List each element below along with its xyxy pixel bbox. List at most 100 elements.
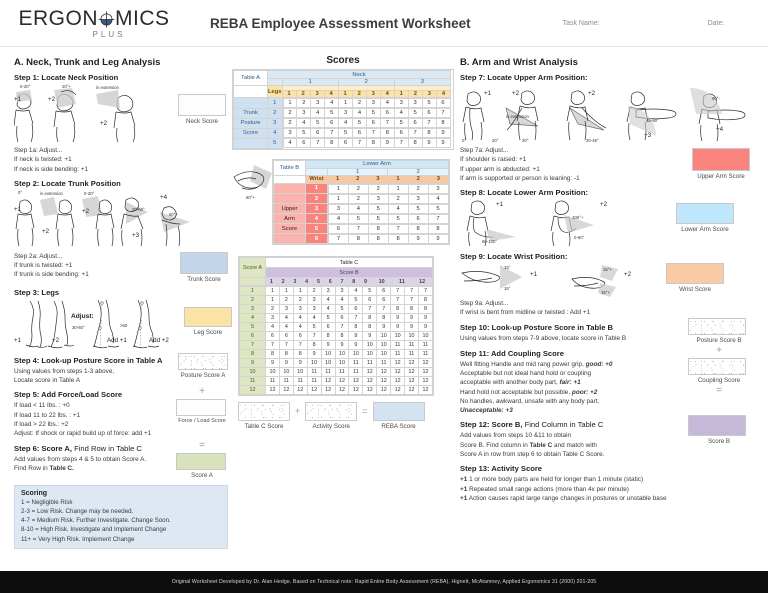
coupling-score-box[interactable] [688, 357, 746, 375]
table-c-cell-r3-c12: 8 [417, 304, 434, 314]
reba-score-box[interactable] [372, 402, 425, 421]
table-c-cell-r10-c12: 12 [417, 367, 434, 377]
table-c-cell-r6-c7: 9 [348, 331, 364, 341]
equals-sign-2: = [362, 406, 368, 416]
table-c-cell-r6-c1: 6 [265, 331, 280, 341]
force-load-score-box[interactable] [176, 399, 226, 417]
table-c-cell-r12-c2: 12 [278, 385, 294, 395]
table-a-col-4: 4 [323, 90, 339, 98]
posture-score-a-label: Posture Score A [180, 371, 226, 379]
table-a-cell-r2-c11: 6 [421, 108, 437, 118]
table-c-rowhead-2: 2 [239, 295, 266, 305]
step-6-tablec-ref: Table C. [49, 464, 74, 472]
table-c-cell-r1-c7: 4 [348, 286, 364, 296]
table-c-cell-r1-c11: 7 [404, 286, 419, 296]
table-c-cell-r2-c5: 4 [320, 295, 336, 305]
leg-score-box[interactable] [184, 306, 232, 327]
table-c-cell-r10-c5: 11 [320, 367, 336, 377]
table-c-cell-r9-c10: 12 [390, 358, 406, 368]
table-c-cell-r8-c12: 11 [417, 349, 434, 359]
table-c-cell-r9-c7: 11 [348, 358, 364, 368]
step-11-line-4: No handles, awkward, unsafe with any bod… [460, 397, 600, 405]
table-b-cell-r6-c3: 8 [367, 233, 389, 244]
posture-score-a-box[interactable] [178, 352, 228, 370]
table-c-cell-r10-c6: 11 [334, 367, 350, 377]
table-c-rowhead-3: 3 [239, 304, 266, 314]
plus-sign-2: + [295, 406, 301, 416]
table-b-cell-r3-c3: 5 [367, 203, 389, 214]
table-c-col-6: 6 [323, 277, 337, 286]
step-1a-line-0: If neck is twisted: +1 [14, 156, 72, 164]
table-a-cell-r3-c1: 2 [282, 118, 298, 128]
worksheet-body: A. Neck, Trunk and Leg Analysis Step 1: … [0, 47, 768, 593]
table-b-cell-r2-c5: 3 [407, 193, 429, 204]
table-c-cell-r3-c1: 2 [265, 304, 280, 314]
wrist-hand-figure: 60°+ [232, 159, 272, 209]
svg-text:60-100°: 60-100° [482, 239, 497, 244]
table-c-cell-r7-c1: 7 [265, 340, 280, 350]
svg-text:in extension: in extension [96, 85, 120, 90]
step-13-text-2: Action causes rapid large range changes … [467, 494, 667, 502]
activity-score-box[interactable] [305, 402, 358, 421]
table-c-cell-r8-c5: 10 [320, 349, 336, 359]
table-c-cell-r11-c9: 12 [376, 376, 392, 386]
table-a-cell-r4-c3: 6 [310, 128, 326, 138]
neck-score-box[interactable] [178, 94, 226, 116]
table-c-cell-r12-c12: 12 [417, 385, 434, 395]
svg-text:20°+: 20°+ [62, 84, 71, 89]
table-c-cell-r10-c4: 11 [306, 367, 322, 377]
table-b-cell-r2-c1: 1 [328, 193, 349, 204]
table-c-cell-r12-c6: 12 [334, 385, 350, 395]
table-b-cell-r6-c2: 8 [347, 233, 369, 244]
step-10-line-0: Using values from steps 7-9 above, locat… [460, 334, 627, 342]
posture-score-b-box[interactable] [688, 317, 746, 335]
table-c-score-box[interactable] [238, 402, 290, 421]
table-a-col-1: 1 [281, 90, 297, 98]
table-c-cell-r4-c8: 8 [362, 313, 378, 323]
table-a-cell-r4-c7: 7 [365, 128, 381, 138]
table-b-rowhead-2: 2 [305, 193, 328, 204]
lower-arm-score-box[interactable] [676, 203, 734, 225]
section-b-title: B. Arm and Wrist Analysis [460, 57, 578, 68]
logo-wordmark: ERGON MICS [18, 7, 169, 31]
table-b-cell-r5-c5: 8 [407, 223, 429, 234]
table-c-cell-r4-c9: 8 [376, 313, 392, 323]
table-b-cell-r4-c5: 6 [407, 213, 429, 224]
table-c-cell-r4-c5: 5 [320, 313, 336, 323]
table-c-cell-r2-c10: 7 [390, 295, 406, 305]
step-7a-line-2: If arm is supported or person is leaning… [460, 174, 580, 182]
table-a-cell-r3-c7: 6 [365, 118, 381, 128]
table-b-cell-r5-c1: 6 [328, 223, 349, 234]
table-c-cell-r5-c4: 5 [306, 322, 322, 332]
table-c-cell-r8-c4: 9 [306, 349, 322, 359]
table-c-cell-r4-c3: 4 [292, 313, 308, 323]
date-label: Date: [707, 19, 725, 27]
table-c-cell-r9-c5: 10 [320, 358, 336, 368]
table-c-col-7: 7 [335, 277, 349, 286]
table-c-col-10: 10 [370, 277, 393, 286]
upper-arm-score-box[interactable] [692, 148, 750, 171]
table-c-col-2: 2 [276, 277, 290, 286]
step-12-tablec-ref: Table C [529, 441, 553, 449]
step-3-title: Step 3: Legs [14, 287, 60, 297]
table-c-cell-r11-c12: 12 [417, 376, 434, 386]
table-b-name: Table B [273, 159, 306, 176]
score-b-box[interactable] [688, 415, 746, 437]
score-a-box[interactable] [176, 452, 226, 470]
table-c-rowhead-1: 1 [239, 286, 266, 296]
step-7-figures: 0° 20° 20° in extension 20-45° 45-90° 90… [460, 84, 746, 146]
table-a-cell-r2-c6: 4 [352, 108, 367, 118]
wrist-score-box[interactable] [666, 263, 724, 285]
table-c-cell-r4-c12: 9 [417, 313, 434, 323]
table-c-cell-r8-c11: 11 [404, 349, 419, 359]
table-c-cell-r7-c4: 8 [306, 340, 322, 350]
table-a-col-12: 4 [435, 90, 452, 98]
logo-subtext: PLUS [92, 30, 126, 39]
step-10-title: Step 10: Look-up Posture Score in Table … [460, 322, 614, 332]
step-2a-line-1: If trunk is side bending: +1 [14, 271, 89, 279]
table-c-cell-r10-c9: 12 [376, 367, 392, 377]
trunk-score-box[interactable] [180, 251, 228, 274]
